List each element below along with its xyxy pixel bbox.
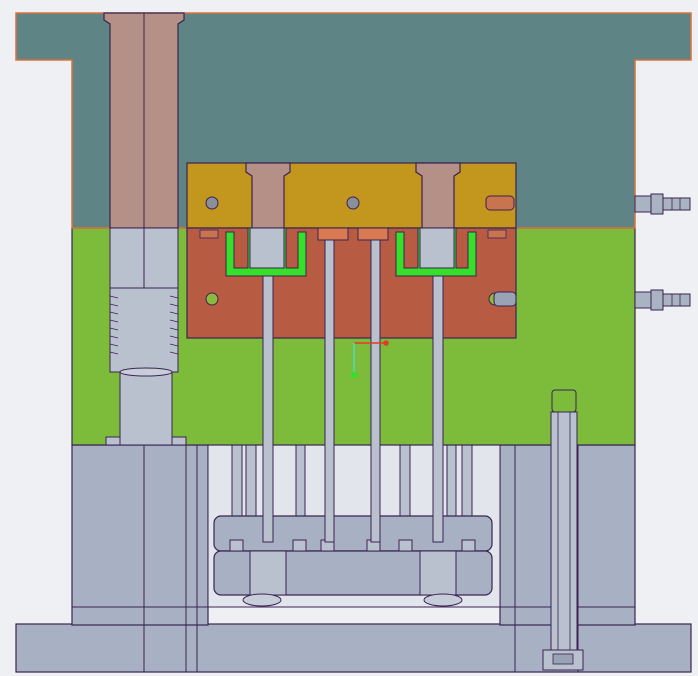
return-pin-body[interactable] bbox=[249, 550, 287, 596]
sleeve-flange bbox=[105, 436, 121, 446]
right-guide-pin-assembly[interactable] bbox=[542, 389, 584, 671]
fastener-holes[interactable] bbox=[205, 195, 517, 307]
support-pillar[interactable] bbox=[461, 444, 473, 518]
bottom-clamp-plate[interactable] bbox=[15, 623, 692, 673]
pin-head-pocket bbox=[292, 539, 307, 552]
pin-head-pocket bbox=[461, 539, 476, 552]
sleeve-flange bbox=[171, 436, 187, 446]
return-pin-body[interactable] bbox=[419, 550, 457, 596]
ejector-pin[interactable] bbox=[370, 239, 381, 543]
pin-head-pocket bbox=[398, 539, 413, 552]
guide-sleeve[interactable] bbox=[119, 371, 173, 446]
screw-plug[interactable] bbox=[493, 291, 517, 307]
gate-mark bbox=[487, 229, 507, 239]
guide-pin-cap[interactable] bbox=[551, 389, 577, 413]
coordinate-axis-icon bbox=[350, 340, 389, 379]
support-pillar[interactable] bbox=[446, 444, 457, 518]
guide-pin-shaft[interactable] bbox=[550, 411, 578, 663]
support-pillar[interactable] bbox=[231, 444, 243, 518]
screw-plug[interactable] bbox=[485, 195, 515, 211]
ejector-retainer-plate[interactable] bbox=[213, 515, 493, 552]
water-fitting-upper[interactable] bbox=[634, 193, 691, 215]
cavity-plate[interactable] bbox=[186, 162, 517, 229]
cavity-bushing-left[interactable] bbox=[245, 162, 291, 229]
core-insert[interactable] bbox=[186, 227, 517, 339]
pin-head-pocket bbox=[229, 539, 244, 552]
runner-insert[interactable] bbox=[317, 227, 349, 241]
gate-mark bbox=[199, 229, 219, 239]
cooling-fittings[interactable] bbox=[634, 193, 691, 311]
thread-marks bbox=[109, 295, 179, 355]
sleeve-top bbox=[119, 367, 173, 377]
core-pin-left[interactable] bbox=[249, 227, 285, 269]
molded-parts[interactable] bbox=[225, 227, 477, 277]
core-pin-right[interactable] bbox=[419, 227, 455, 269]
ejector-pin[interactable] bbox=[432, 275, 444, 543]
cavity-bushing-right[interactable] bbox=[415, 162, 461, 229]
guide-bushing-assembly[interactable] bbox=[103, 12, 187, 446]
screw-head[interactable] bbox=[242, 593, 282, 607]
runner-system[interactable] bbox=[199, 227, 507, 241]
spacer-block-left[interactable] bbox=[71, 444, 209, 626]
dowel-hole[interactable] bbox=[205, 292, 219, 306]
runner-insert[interactable] bbox=[357, 227, 389, 241]
threaded-section[interactable] bbox=[109, 287, 179, 373]
water-fitting-lower[interactable] bbox=[634, 289, 691, 311]
dowel-hole[interactable] bbox=[205, 196, 219, 210]
support-pillar[interactable] bbox=[399, 444, 411, 518]
screw-head[interactable] bbox=[423, 593, 463, 607]
support-pillar[interactable] bbox=[245, 444, 257, 518]
ejector-pins[interactable] bbox=[262, 239, 444, 543]
ejector-plates[interactable] bbox=[213, 515, 493, 607]
support-pillar[interactable] bbox=[295, 444, 306, 518]
ejector-pin[interactable] bbox=[262, 275, 274, 543]
ejector-pin[interactable] bbox=[324, 239, 335, 543]
bolt-socket bbox=[552, 653, 574, 665]
top-clamp-plate[interactable] bbox=[15, 12, 692, 229]
dowel-hole[interactable] bbox=[346, 196, 360, 210]
